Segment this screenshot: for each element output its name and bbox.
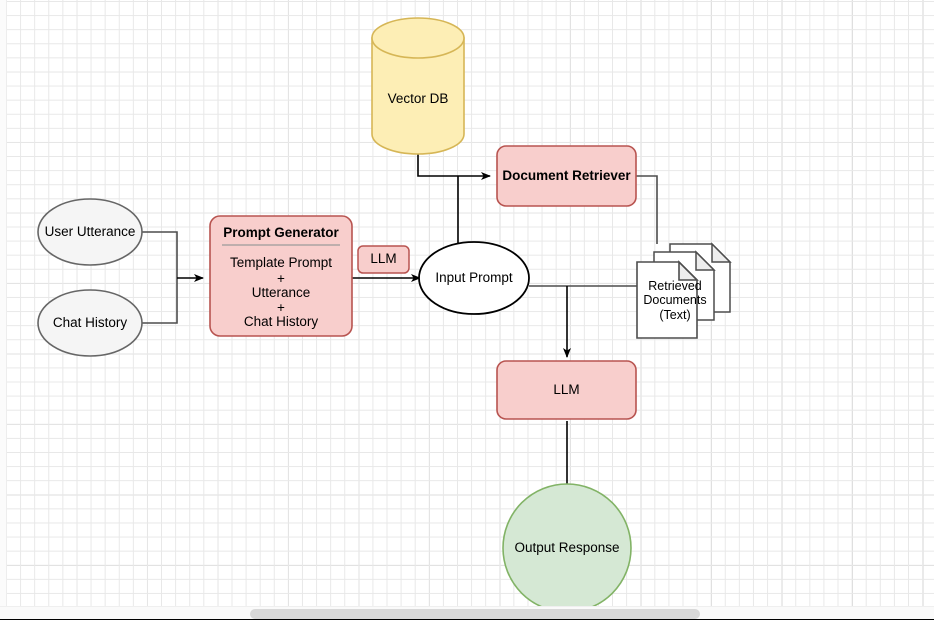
node-llm-badge[interactable]	[357, 245, 410, 274]
diagram-svg	[37, 17, 732, 606]
node-chat-history[interactable]	[37, 289, 143, 357]
node-vector-db[interactable]	[371, 17, 465, 155]
edge-document-retriever-to-retrieved-documents	[636, 175, 658, 244]
node-retrieved-documents[interactable]	[636, 242, 732, 339]
vector-db-top	[371, 17, 465, 59]
node-output-response[interactable]	[502, 483, 632, 606]
prompt-generator-body	[209, 215, 353, 337]
canvas-left-margin	[0, 0, 7, 606]
document-fold-front	[678, 260, 699, 281]
node-llm[interactable]	[496, 360, 637, 420]
node-input-prompt[interactable]	[418, 241, 530, 315]
node-document-retriever[interactable]	[496, 145, 637, 207]
document-fold-middle	[695, 250, 716, 271]
document-fold-back	[711, 242, 732, 263]
edge-inputs-bracket	[142, 231, 178, 324]
horizontal-scrollbar-thumb[interactable]	[250, 609, 700, 619]
document-sheet-front	[636, 261, 698, 339]
vector-db-body	[371, 37, 465, 155]
node-prompt-generator[interactable]	[209, 215, 353, 337]
horizontal-scrollbar-track[interactable]	[0, 606, 934, 620]
node-user-utterance[interactable]	[37, 198, 143, 266]
edge-vector-db-to-document-retriever	[417, 148, 491, 180]
